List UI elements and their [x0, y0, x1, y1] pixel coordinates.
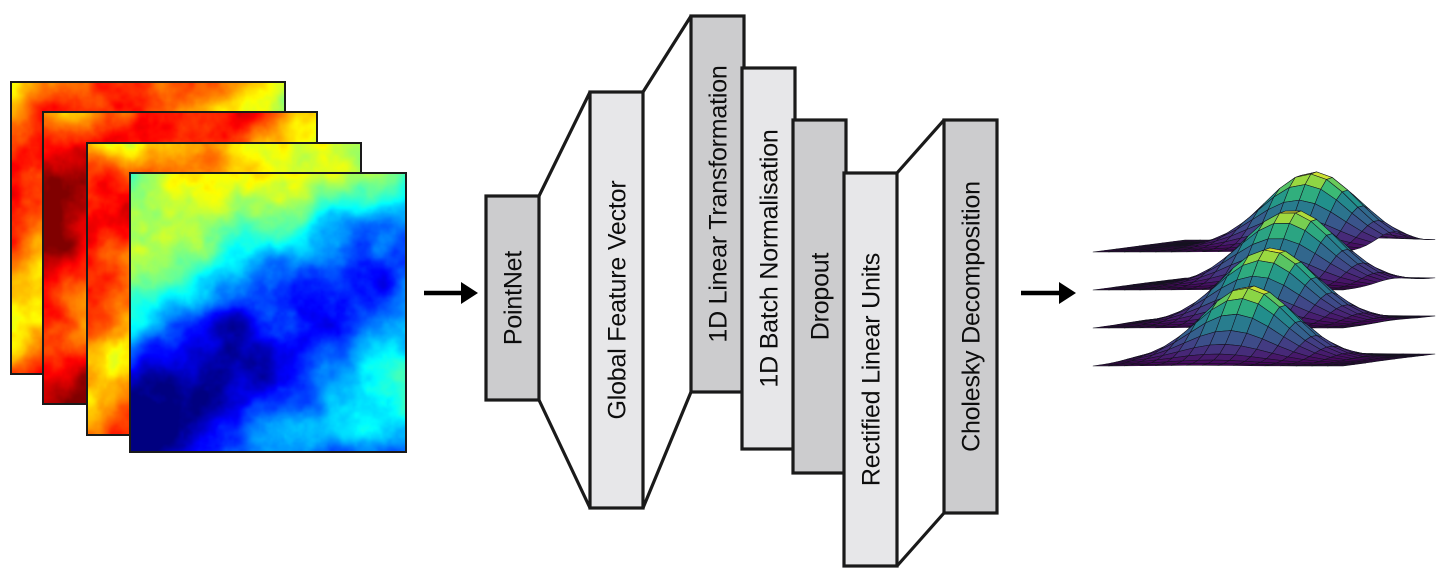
- flow-arrows: [424, 282, 1076, 304]
- arrow-head: [461, 282, 478, 304]
- input-to-network-arrow: [424, 282, 478, 304]
- block-label-cholesky: Cholesky Decomposition: [958, 181, 986, 452]
- output-surface-layer-4: [1092, 285, 1436, 367]
- surface-cell: [1327, 326, 1350, 329]
- input-heightmap-layer-4: [129, 172, 407, 453]
- block-global-feature[interactable]: Global Feature Vector: [588, 90, 645, 510]
- block-body-relu[interactable]: [842, 171, 899, 568]
- block-label-global-feature: Global Feature Vector: [604, 181, 632, 420]
- block-label-relu: Rectified Linear Units: [858, 253, 886, 486]
- block-body-linear-transform[interactable]: [689, 14, 746, 394]
- block-connectors: [537, 15, 946, 568]
- surface-cell: [1327, 364, 1350, 367]
- connector-global-to-linear: [641, 15, 693, 509]
- block-label-batch-norm: 1D Batch Normalisation: [756, 129, 784, 387]
- block-cholesky[interactable]: Cholesky Decomposition: [942, 118, 999, 515]
- block-linear-transform[interactable]: 1D Linear Transformation: [689, 14, 746, 394]
- block-batch-norm[interactable]: 1D Batch Normalisation: [740, 66, 797, 451]
- network-to-output-arrow: [1021, 282, 1076, 304]
- arrow-head: [1059, 282, 1076, 304]
- block-body-batch-norm[interactable]: [740, 66, 797, 451]
- connector-relu-to-cholesky: [895, 118, 946, 568]
- connector-pointnet-to-global: [537, 91, 592, 509]
- block-dropout[interactable]: Dropout: [791, 118, 848, 475]
- block-body-cholesky[interactable]: [942, 118, 999, 515]
- block-pointnet[interactable]: PointNet: [484, 194, 541, 402]
- network-blocks: PointNet Global Feature Vector 1D Linear T…: [484, 14, 999, 568]
- block-body-global-feature[interactable]: [588, 90, 645, 510]
- block-body-pointnet[interactable]: [484, 194, 541, 402]
- block-label-dropout: Dropout: [807, 252, 835, 340]
- block-label-linear-transform: 1D Linear Transformation: [705, 65, 733, 342]
- output-gaussian-surface-stack: [1092, 171, 1436, 367]
- block-relu[interactable]: Rectified Linear Units: [842, 171, 899, 568]
- block-label-pointnet: PointNet: [500, 251, 528, 346]
